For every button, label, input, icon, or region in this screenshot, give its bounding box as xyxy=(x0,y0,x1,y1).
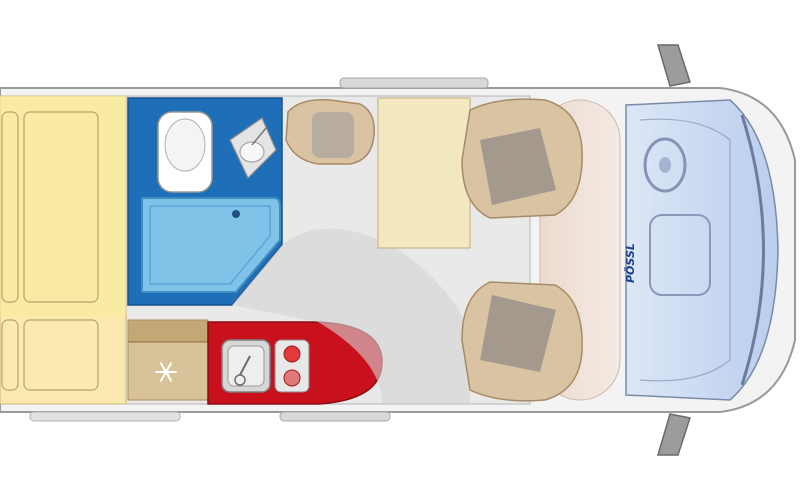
stove-icon xyxy=(274,339,310,393)
passenger-seat-icon xyxy=(461,281,583,402)
fridge-cabinet xyxy=(127,319,209,401)
bottom-side-rail-2 xyxy=(29,411,181,422)
steering-wheel-icon xyxy=(643,137,687,193)
right-mirror xyxy=(656,413,691,456)
kitchen-counter xyxy=(207,321,383,405)
aisle-floor xyxy=(232,228,470,404)
brand-label: PÖSSL xyxy=(623,243,637,283)
driver-seat-icon xyxy=(461,98,583,219)
left-mirror xyxy=(656,44,691,87)
washbasin-icon xyxy=(229,117,277,180)
shower-tray xyxy=(141,197,281,293)
top-side-rail xyxy=(339,77,489,89)
sink-icon xyxy=(221,339,271,393)
seat-icon xyxy=(285,99,375,165)
dinette-table xyxy=(377,97,471,249)
center-console xyxy=(649,214,711,296)
cab-dashboard xyxy=(625,99,779,401)
bottom-side-rail xyxy=(279,411,391,422)
snowflake-icon xyxy=(155,362,177,382)
rear-bed xyxy=(0,95,127,405)
bathroom xyxy=(127,97,283,306)
toilet-icon xyxy=(157,111,213,193)
